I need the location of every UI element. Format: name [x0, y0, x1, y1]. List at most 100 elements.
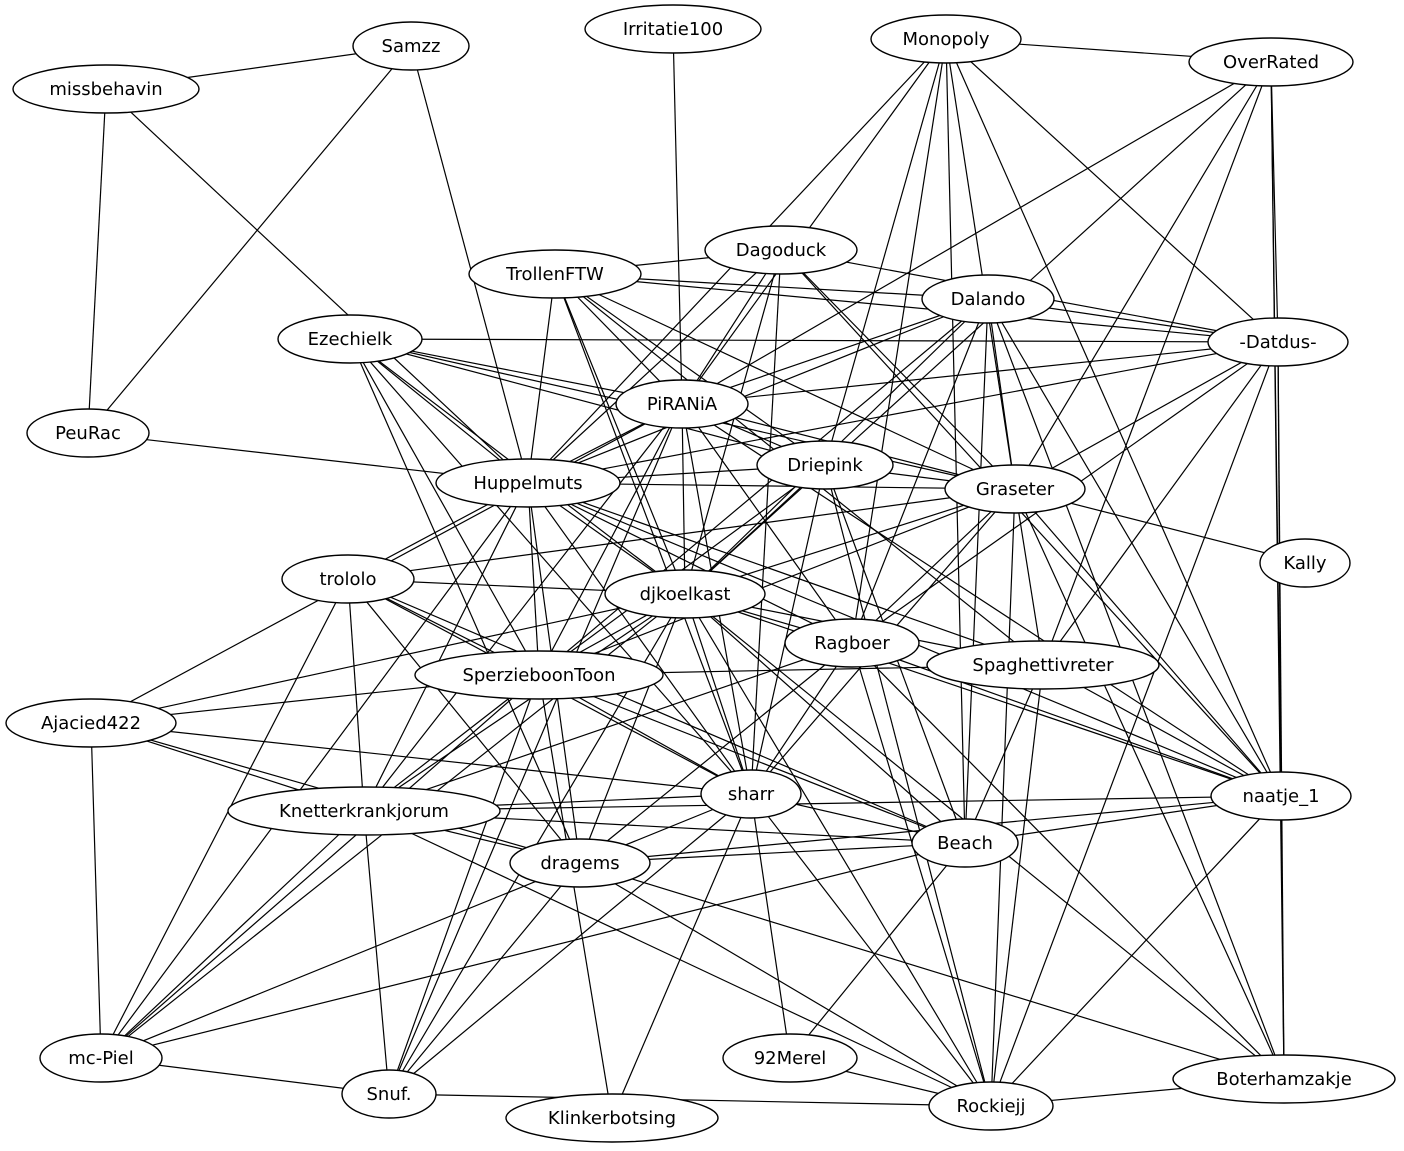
edge-huppelmuts-spaghettivreter: [527, 482, 1044, 666]
node-naatje-1: naatje_1: [1210, 771, 1352, 821]
node-ellipse: [277, 314, 423, 364]
node-ellipse: [26, 408, 150, 458]
edge-knetterkrankjorum-rockiejj: [363, 810, 992, 1107]
edge-overrated-spaghettivreter: [1042, 61, 1272, 666]
edge-djkoelkast-sharr: [684, 593, 752, 795]
edge-graseter-ragboer: [851, 488, 1016, 644]
node-ellipse: [1188, 37, 1354, 87]
edge-dagoduck-djkoelkast: [684, 249, 782, 595]
node-dalando: Dalando: [921, 274, 1055, 324]
node-ellipse: [921, 274, 1055, 324]
edge-trollenftw-huppelmuts: [527, 273, 556, 484]
edge-monopoly-driepink: [824, 38, 947, 466]
node-ellipse: [870, 14, 1022, 64]
edge-dalando-beach: [964, 298, 989, 844]
edge-driepink-rockiejj: [824, 464, 992, 1107]
edge-snuf-rockiejj: [388, 1093, 992, 1107]
edge-sperzieboontoon-beach: [538, 674, 966, 844]
node-snuf: Snuf.: [341, 1069, 437, 1119]
node-ellipse: [756, 440, 894, 490]
node-djkoelkast: djkoelkast: [604, 569, 766, 619]
node-ezechielk: Ezechielk: [277, 314, 423, 364]
node-ragboer: Ragboer: [784, 618, 920, 668]
node-ellipse: [944, 464, 1086, 514]
edge-ragboer-naatje-1: [851, 642, 1282, 797]
node-ellipse: [5, 698, 177, 748]
node-ellipse: [505, 1093, 719, 1143]
node-ellipse: [926, 640, 1160, 690]
edge-missbehavin-huppelmuts: [105, 88, 529, 484]
edge-trollenftw-sharr: [554, 273, 752, 795]
node-ellipse: [1207, 317, 1349, 367]
node-label: -Datdus-: [1239, 332, 1316, 353]
edge-huppelmuts-mc-piel: [100, 482, 529, 1059]
node-ellipse: [700, 769, 802, 819]
edge-naatje-1-knetterkrankjorum: [363, 795, 1282, 812]
edge-ragboer-sharr: [750, 642, 853, 795]
node-label: trololo: [319, 569, 376, 590]
node-spaghettivreter: Spaghettivreter: [926, 640, 1160, 690]
node-label: Beach: [937, 833, 993, 854]
edge-dalando-naatje-1: [987, 298, 1282, 797]
node-label: sharr: [728, 784, 775, 805]
edge-sharr-rockiejj: [750, 793, 992, 1107]
edge-dagoduck-pirania: [681, 249, 782, 405]
edge-pirania-knetterkrankjorum: [363, 403, 683, 812]
node-label: djkoelkast: [640, 584, 731, 605]
edge-djkoelkast-dragems: [579, 593, 686, 864]
edge-pirania-snuf: [388, 403, 683, 1095]
edge-trollenftw-graseter: [554, 273, 1016, 490]
node-label: SperzieboonToon: [462, 665, 615, 686]
node-label: Irritatie100: [623, 19, 723, 40]
node-trololo: trololo: [281, 554, 415, 604]
node-ellipse: [39, 1033, 163, 1083]
edge-trololo-beach: [347, 578, 966, 844]
edge-monopoly-pirania: [681, 38, 947, 405]
node-label: Rockiejj: [956, 1096, 1025, 1117]
edge-naatje-1-rockiejj: [990, 795, 1282, 1107]
node-boterhamzakje: Boterhamzakje: [1172, 1054, 1396, 1104]
edge-beach-92merel: [789, 842, 966, 1059]
node-label: OverRated: [1223, 52, 1319, 73]
node-sharr: sharr: [700, 769, 802, 819]
node-peurac: PeuRac: [26, 408, 150, 458]
node-klinkerbotsing: Klinkerbotsing: [505, 1093, 719, 1143]
edge-samzz-huppelmuts: [410, 45, 529, 484]
node-label: Ezechielk: [308, 329, 393, 350]
edge-graseter-naatje-1: [1014, 488, 1282, 797]
edge-trololo-mc-piel: [100, 578, 349, 1059]
edge-sharr-92merel: [750, 793, 791, 1059]
node-ellipse: [1210, 771, 1352, 821]
node-label: Knetterkrankjorum: [279, 801, 449, 822]
node-label: Boterhamzakje: [1216, 1069, 1352, 1090]
node-ellipse: [468, 249, 642, 299]
node-92merel: 92Merel: [722, 1033, 858, 1083]
edge-rockiejj-spaghettivreter: [990, 664, 1044, 1107]
edge-knetterkrankjorum-snuf: [363, 810, 390, 1095]
edge-dalando-boterhamzakje: [987, 298, 1285, 1080]
node-irritatie100: Irritatie100: [584, 4, 762, 54]
edge-graseter-trololo: [347, 488, 1016, 580]
edge-pirania-ragboer: [681, 403, 853, 644]
node-label: Samzz: [382, 36, 441, 57]
node-ellipse: [911, 818, 1019, 868]
edge-djkoelkast-naatje-1: [684, 593, 1282, 797]
edge-ezechielk-driepink: [349, 338, 826, 466]
node-label: dragems: [540, 853, 619, 874]
edge-sperzieboontoon-snuf: [388, 674, 540, 1095]
node-dagoduck: Dagoduck: [704, 225, 858, 275]
node-ellipse: [604, 569, 766, 619]
edge-monopoly-graseter: [945, 38, 1016, 490]
node-label: Graseter: [976, 479, 1055, 500]
node-ellipse: [227, 786, 501, 836]
node-label: PeuRac: [55, 423, 121, 444]
edge-monopoly-naatje-1: [945, 38, 1282, 797]
node-sperzieboontoon: SperzieboonToon: [414, 650, 664, 700]
node-knetterkrankjorum: Knetterkrankjorum: [227, 786, 501, 836]
node-ellipse: [1259, 538, 1351, 588]
node-samzz: Samzz: [352, 21, 470, 71]
node-ellipse: [341, 1069, 437, 1119]
node-label: Klinkerbotsing: [548, 1108, 676, 1129]
edge-pirania-sperzieboontoon: [538, 403, 683, 676]
